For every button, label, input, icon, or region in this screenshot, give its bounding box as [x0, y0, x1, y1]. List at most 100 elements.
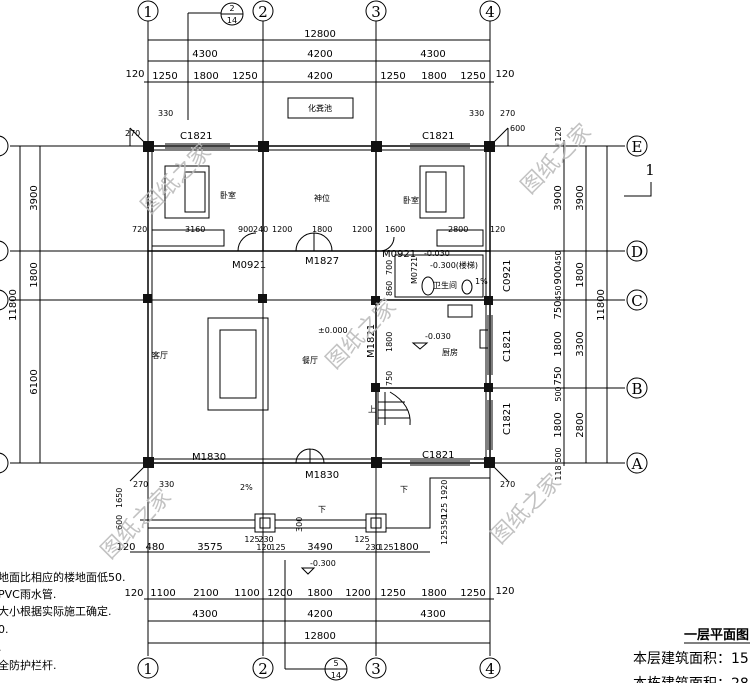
dim-right-total: 11800 [596, 289, 607, 321]
room-septic: 化粪池 [308, 103, 332, 113]
axis-1-top: 1 [143, 3, 153, 21]
stairs [377, 391, 411, 426]
misc-marks: 上 下 下 270 330 330 270 720 3160 900 240 1… [115, 109, 525, 545]
left-dimensions: 11800 3900 1800 6100 [8, 146, 41, 463]
dim-right-detail: 3900 [553, 185, 564, 210]
dim-right-detail: 1800 [553, 331, 564, 356]
dim-bottom-detail: 1100 [150, 588, 175, 599]
notes: 地面比相应的楼地面低50. PVC雨水管. 大小根据实际施工确定. 0. . 全… [0, 570, 126, 672]
furniture [151, 143, 493, 466]
section-top-num: 2 [229, 4, 234, 13]
level-bath-top: -0.030 [424, 249, 450, 258]
axis-D: D [631, 243, 643, 261]
room-labels: 化粪池 卧室 神位 卧室 卫生间 厨房 客厅 餐厅 [152, 103, 458, 365]
small-dim: 125 [440, 530, 449, 545]
dim-bottom-detail: 1800 [307, 588, 332, 599]
dim-top-detail: 1250 [380, 71, 405, 82]
dim-top-total: 12800 [304, 29, 336, 40]
dim-porch: 125 [354, 535, 369, 544]
dim-bottom-detail: 1250 [380, 588, 405, 599]
dim-bottom-detail: 1200 [267, 588, 292, 599]
door-label: M1827 [305, 256, 339, 267]
small-dim: 270 [500, 109, 515, 118]
note-line: 全防护栏杆. [0, 658, 57, 672]
dim-top-bay: 4200 [307, 49, 332, 60]
structural-columns [143, 141, 495, 468]
dim-bottom-detail: 1200 [345, 588, 370, 599]
section-mark-right: 1 [645, 161, 655, 179]
wardrobe-left [151, 229, 225, 247]
septic-tank-box [287, 97, 354, 119]
axis-bubbles-bottom: 1 2 3 4 5 14 [137, 560, 501, 681]
axis-E: E [632, 138, 643, 156]
dim-right-detail: 1800 [553, 412, 564, 437]
watermarks: 图纸之家 图纸之家 图纸之家 图纸之家 图纸之家 [97, 119, 597, 564]
door-swing [295, 232, 333, 252]
dim-right-part: 3300 [575, 331, 586, 356]
axis-3-top: 3 [371, 3, 381, 21]
axis-C: C [631, 292, 642, 310]
small-dim: 350 [440, 515, 449, 530]
small-dim: 700 [385, 260, 394, 275]
small-dim: 270 [125, 129, 140, 138]
dim-right-detail: 750 [553, 300, 564, 319]
dim-right-detail: 500 [554, 447, 563, 462]
note-line: PVC雨水管. [0, 587, 56, 601]
note-line: 0. [0, 623, 9, 636]
slope-porch: 2% [240, 483, 253, 492]
small-dim: 1800 [385, 332, 394, 352]
section-bottom-den: 14 [331, 671, 341, 680]
small-dim: 1200 [272, 225, 292, 234]
dim-right-detail: 750 [553, 366, 564, 385]
right-dimensions: 11800 3900 1800 3300 2800 120 3900 450 9… [553, 126, 608, 481]
door-label: M1830 [192, 452, 226, 463]
window-label: C1821 [502, 403, 513, 435]
dim-right-part: 1800 [575, 262, 586, 287]
dim-bottom-bay: 4200 [307, 609, 332, 620]
dim-right-detail: 500 [554, 386, 563, 401]
small-dim: 1650 [115, 488, 124, 508]
porch-column [365, 513, 387, 533]
wardrobe-right [436, 229, 484, 247]
drawing-title: 一层平面图 [684, 628, 749, 643]
stair-up-label: 上 [368, 405, 376, 414]
window-label: C0921 [502, 260, 513, 292]
dim-porch: 125 [378, 543, 393, 552]
dim-bottom-detail: 120 [124, 588, 143, 599]
section-bottom-num: 5 [333, 659, 338, 668]
dim-bottom-detail: 1100 [234, 588, 259, 599]
small-dim: 720 [132, 225, 147, 234]
down-label: 下 [400, 485, 408, 494]
small-dim: 600 [510, 124, 525, 133]
bed-right [419, 165, 465, 219]
dim-bottom-bay: 4300 [192, 609, 217, 620]
small-dim: 860 [385, 281, 394, 296]
dim-top-detail: 1250 [232, 71, 257, 82]
dim-right-part: 3900 [575, 185, 586, 210]
bottom-dimensions: 120 480 3575 125 230 120 125 3490 125 23… [116, 535, 515, 644]
note-line: . [0, 641, 2, 654]
room-bathroom: 卫生间 [433, 280, 457, 290]
axis-bubbles-left [0, 135, 9, 474]
small-dim: 1200 [352, 225, 372, 234]
watermark: 图纸之家 [487, 469, 567, 549]
small-dim: 1600 [385, 225, 405, 234]
room-shrine: 神位 [314, 193, 330, 203]
dim-left-part: 6100 [29, 369, 40, 394]
small-dim: 330 [159, 480, 174, 489]
level-kitchen: -0.030 [425, 332, 451, 341]
axis-bubbles-top: 1 2 3 4 2 14 [137, 0, 501, 120]
door-label: M0721 [410, 257, 419, 284]
dim-bottom-detail: 2100 [193, 588, 218, 599]
dim-porch: 120 [116, 542, 135, 553]
axis-A: A [631, 455, 643, 473]
dim-porch: 125 [270, 543, 285, 552]
bed-left [164, 165, 210, 219]
dim-top-detail: 1800 [193, 71, 218, 82]
dim-bottom-detail: 1800 [421, 588, 446, 599]
small-dim: 240 [253, 225, 268, 234]
level-outside: -0.300 [310, 559, 336, 568]
axis-B: B [631, 380, 642, 398]
axis-3-bottom: 3 [371, 660, 381, 678]
dim-porch: 120 [256, 543, 271, 552]
